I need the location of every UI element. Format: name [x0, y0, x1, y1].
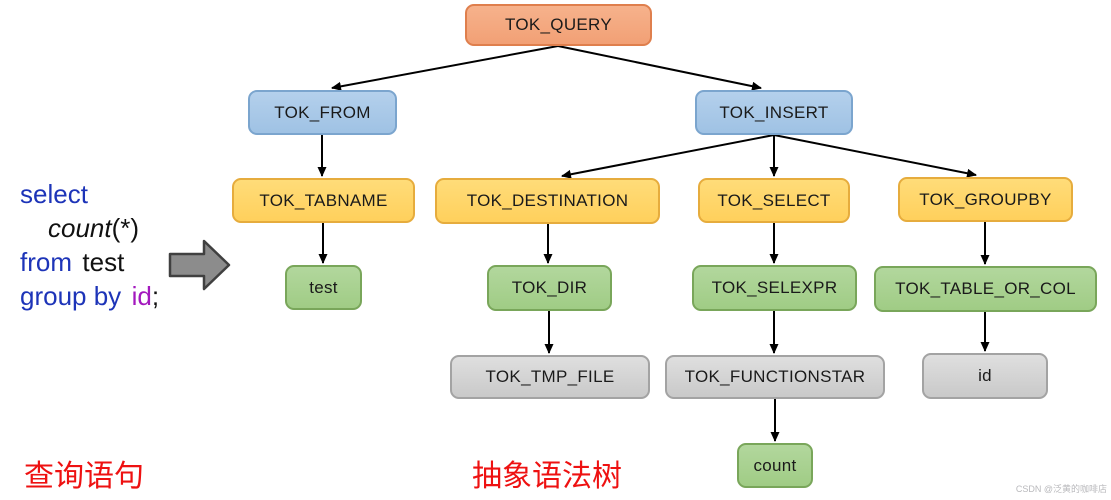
tree-node-tok-dir: TOK_DIR: [487, 265, 612, 311]
sql-line-groupby: group by id;: [20, 279, 159, 313]
csdn-watermark: CSDN @泛黄的咖啡店: [1015, 484, 1107, 494]
edge-tok-query-tok-insert: [557, 45, 762, 91]
sql-keyword-from: from: [20, 247, 72, 277]
edge-tok-query-tok-from: [331, 45, 559, 91]
tree-node-test: test: [285, 265, 362, 310]
sql-keyword-select: select: [20, 179, 88, 209]
tree-node-count: count: [737, 443, 813, 488]
tree-node-tok-groupby: TOK_GROUPBY: [898, 177, 1073, 222]
tree-node-tok-table-or-col: TOK_TABLE_OR_COL: [874, 266, 1097, 312]
sql-terminator: ;: [151, 281, 160, 311]
sql-function-name: count: [48, 213, 112, 243]
caption-abstract-syntax-tree: 抽象语法树: [472, 459, 622, 494]
sql-query-text: select count(*) from test group by id;: [20, 177, 159, 313]
sql-column-name: id: [131, 281, 152, 311]
caption-query-statement: 查询语句: [24, 459, 144, 494]
sql-keyword-group-by: group by: [20, 281, 122, 311]
tree-node-tok-select: TOK_SELECT: [698, 178, 850, 223]
tree-node-tok-query: TOK_QUERY: [465, 4, 652, 46]
sql-line-select: select: [20, 177, 159, 211]
edge-tok-insert-tok-groupby: [773, 134, 977, 178]
sql-line-count: count(*): [20, 211, 159, 245]
tree-node-tok-tabname: TOK_TABNAME: [232, 178, 415, 223]
tree-node-tok-functionstar: TOK_FUNCTIONSTAR: [665, 355, 885, 399]
tree-node-tok-from: TOK_FROM: [248, 90, 397, 135]
tree-node-tok-destination: TOK_DESTINATION: [435, 178, 660, 224]
edge-tok-insert-tok-destination: [561, 134, 775, 179]
sql-function-args: (*): [111, 213, 140, 243]
tree-node-tok-insert: TOK_INSERT: [695, 90, 853, 135]
tree-node-id: id: [922, 353, 1048, 399]
sql-line-from: from test: [20, 245, 159, 279]
tree-node-tok-selexpr: TOK_SELEXPR: [692, 265, 857, 311]
right-block-arrow-icon: [168, 239, 231, 291]
sql-table-name: test: [82, 247, 125, 277]
tree-node-tok-tmp-file: TOK_TMP_FILE: [450, 355, 650, 399]
